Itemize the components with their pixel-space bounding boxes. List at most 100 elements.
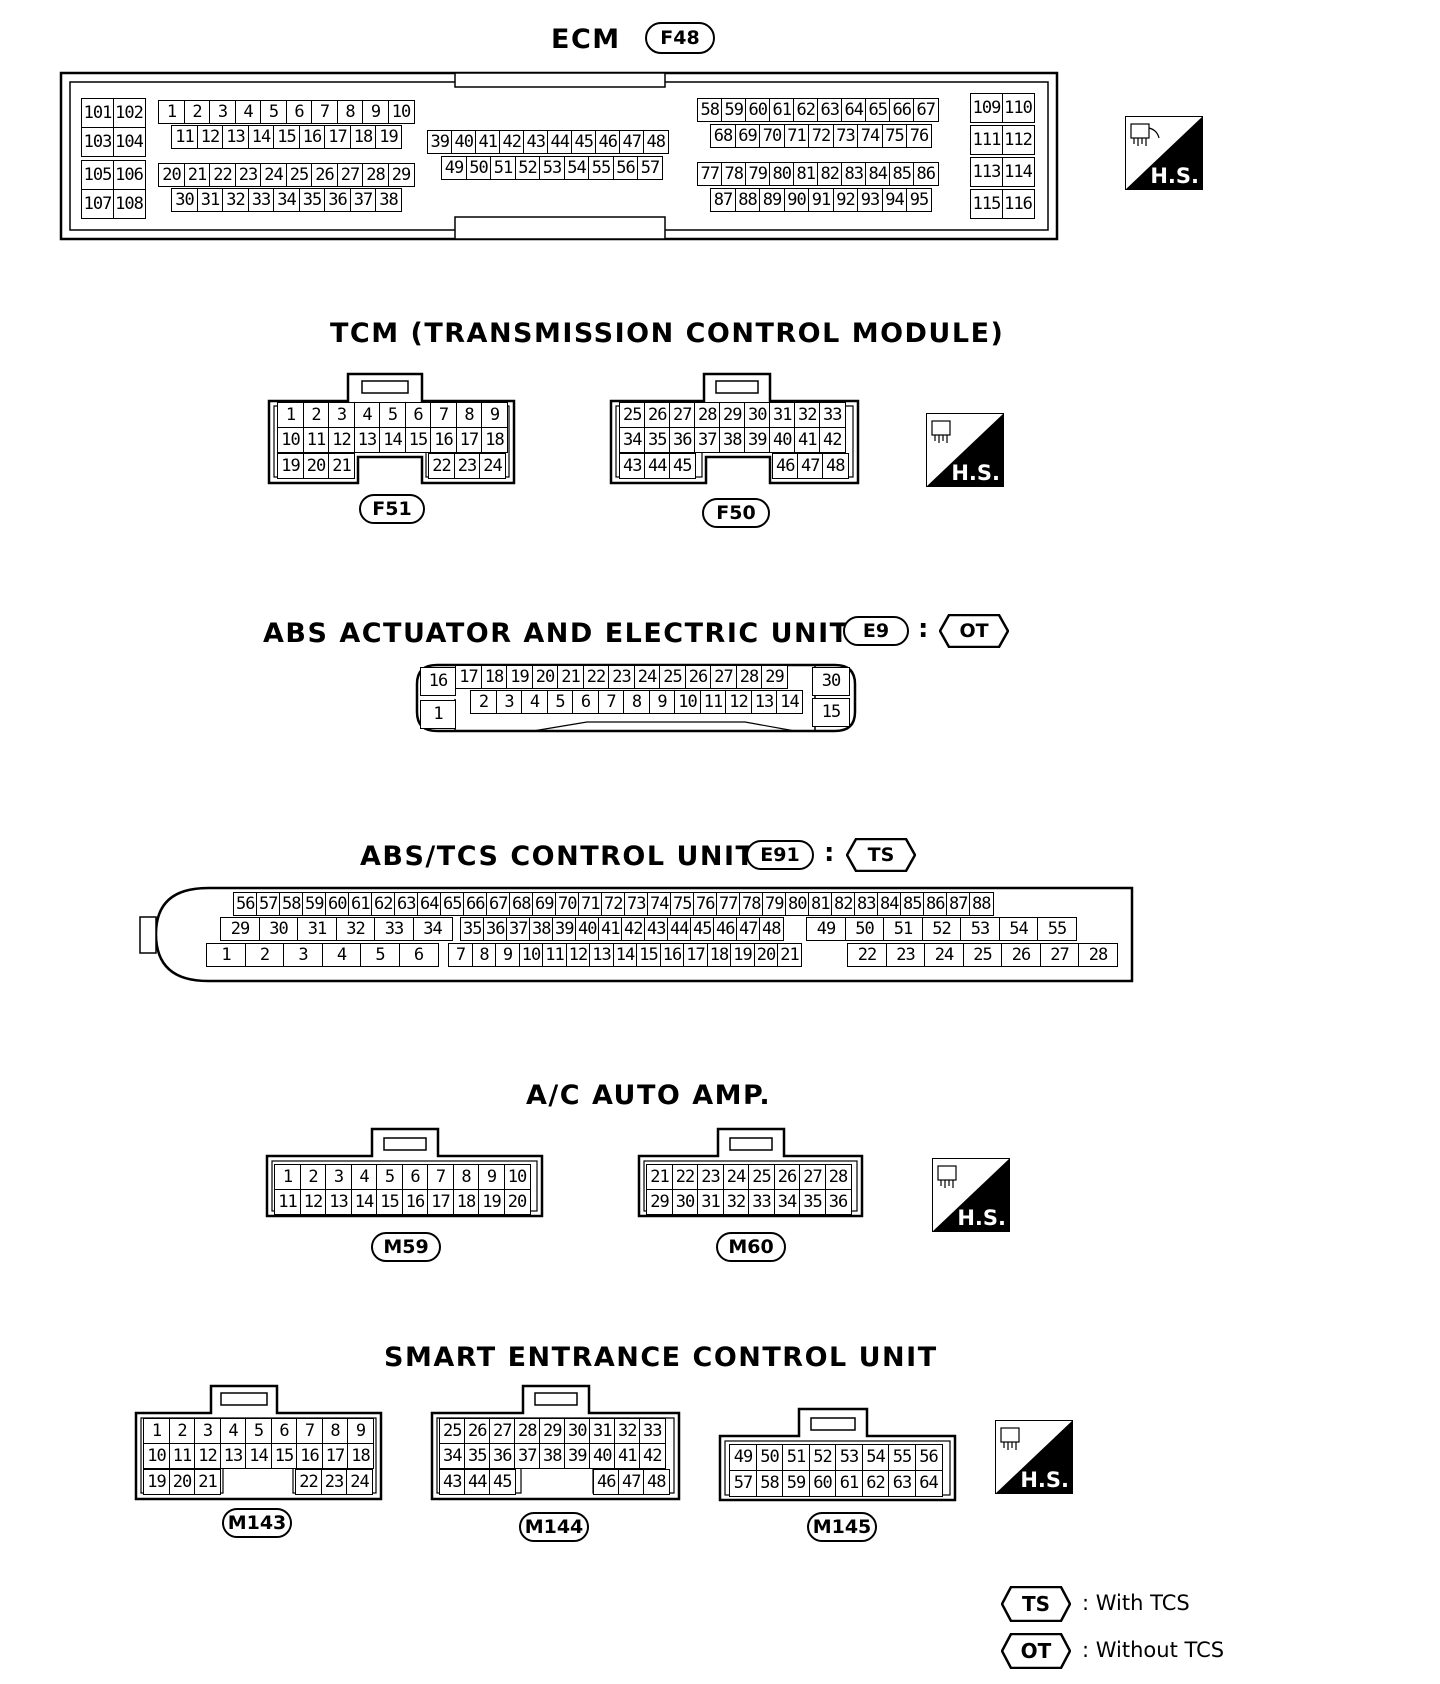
f51-pin-9: 9 [481,402,508,428]
f51-pin-1: 1 [277,402,304,428]
m59-pin-7: 7 [427,1164,454,1190]
ecm-pin-66: 66 [889,98,915,122]
abstcs-pin-17: 17 [683,943,708,967]
m143-pin-23: 23 [320,1469,348,1495]
ecm-pin-21: 21 [183,163,211,187]
abs-pin-17: 17 [455,665,482,689]
f51-pin-14: 14 [379,427,406,453]
m143-pin-20: 20 [168,1469,196,1495]
m144-pin-30: 30 [564,1418,591,1444]
abstcs-connector-badge: E91 [746,840,814,870]
f50-pin-35: 35 [644,427,671,453]
ecm-pin-5: 5 [260,100,287,124]
abstcs-pin-6: 6 [398,943,439,967]
m59-pin-9: 9 [478,1164,505,1190]
ecm-pin-12: 12 [196,125,224,149]
m143-pin-1: 1 [143,1418,170,1444]
m144-pin-45: 45 [489,1469,516,1495]
abstcs-pin-13: 13 [589,943,614,967]
abs-pin-19: 19 [506,665,533,689]
abstcs-pin-8: 8 [471,943,497,967]
ecm-pin-29: 29 [387,163,415,187]
abstcs-pin-39: 39 [552,917,577,941]
ecm-pin-22: 22 [209,163,236,187]
ecm-pin-89: 89 [759,188,785,212]
ecm-pin-53: 53 [539,156,565,180]
ecm-pin-85: 85 [889,162,915,186]
abstcs-pin-34: 34 [412,917,453,941]
f51-pin-20: 20 [302,453,330,479]
tcm-f50-badge: F50 [702,498,770,528]
m59-pin-4: 4 [350,1164,378,1190]
f51-pin-13: 13 [353,427,381,453]
hs-badge-tcm: H.S. [925,412,1005,488]
m60-pin-33: 33 [748,1189,775,1215]
abs-pin-18: 18 [480,665,508,689]
hs-label: H.S. [957,1206,1006,1230]
ecm-pin-75: 75 [881,124,908,148]
ecm-pin-82: 82 [817,162,843,186]
ecm-pin-43: 43 [523,130,549,154]
abstcs-pin-33: 33 [374,917,414,941]
ecm-pin-67: 67 [913,98,939,122]
ecm-pin-106: 106 [112,160,146,190]
ecm-pin-93: 93 [857,188,883,212]
m145-pin-62: 62 [861,1470,890,1497]
abs-pin-16: 16 [420,667,456,696]
m143-pin-9: 9 [347,1418,374,1444]
abstcs-pin-77: 77 [716,892,741,916]
f50-pin-32: 32 [794,402,821,428]
ecm-pin-95: 95 [906,188,932,212]
ecm-pin-44: 44 [547,130,573,154]
abstcs-pin-22: 22 [847,943,887,967]
ecm-pin-39: 39 [427,130,453,154]
ecm-pin-4: 4 [234,100,262,124]
m145-pin-53: 53 [835,1444,863,1471]
abstcs-pin-86: 86 [923,892,948,916]
abs-colon: : [918,614,929,644]
m60-pin-25: 25 [748,1164,775,1190]
abs-title: ABS ACTUATOR AND ELECTRIC UNIT [263,618,850,649]
ecm-pin-17: 17 [324,125,351,149]
ecm-pin-72: 72 [808,124,834,148]
f50-pin-44: 44 [644,453,671,479]
f50-pin-28: 28 [694,402,721,428]
abs-connector-badge: E9 [843,616,909,646]
m59-pin-20: 20 [503,1189,531,1215]
ecm-pin-73: 73 [832,124,859,148]
legend-ot-desc: : Without TCS [1082,1638,1225,1662]
m143-pin-11: 11 [168,1443,196,1469]
m144-pin-39: 39 [564,1443,591,1469]
abstcs-pin-76: 76 [693,892,718,916]
ecm-pin-56: 56 [612,156,639,180]
hs-label: H.S. [951,461,1000,485]
abstcs-pin-38: 38 [529,917,554,941]
abstcs-pin-25: 25 [962,943,1003,967]
abstcs-pin-2: 2 [244,943,285,967]
m145-pin-63: 63 [888,1470,916,1497]
abstcs-pin-51: 51 [883,917,923,941]
f50-pin-43: 43 [619,453,646,479]
abs-pin-26: 26 [684,665,712,689]
m145-pin-57: 57 [729,1470,757,1497]
abstcs-pin-61: 61 [348,892,373,916]
m144-pin-47: 47 [618,1469,645,1495]
abstcs-pin-44: 44 [667,917,692,941]
abstcs-pin-35: 35 [460,917,485,941]
abs-pin-11: 11 [699,690,727,714]
ecm-pin-37: 37 [349,188,377,212]
m145-pin-60: 60 [808,1470,837,1497]
ecm-pin-42: 42 [499,130,525,154]
abstcs-pin-31: 31 [297,917,337,941]
abstcs-pin-40: 40 [575,917,600,941]
abstcs-pin-18: 18 [706,943,732,967]
abstcs-pin-28: 28 [1078,943,1118,967]
ecm-pin-108: 108 [112,189,146,219]
abstcs-pin-1: 1 [206,943,246,967]
m59-pin-1: 1 [274,1164,301,1190]
f50-pin-31: 31 [769,402,796,428]
m143-pin-7: 7 [296,1418,323,1444]
abs-pin-27: 27 [710,665,737,689]
abs-pin-20: 20 [531,665,559,689]
abstcs-pin-60: 60 [325,892,350,916]
